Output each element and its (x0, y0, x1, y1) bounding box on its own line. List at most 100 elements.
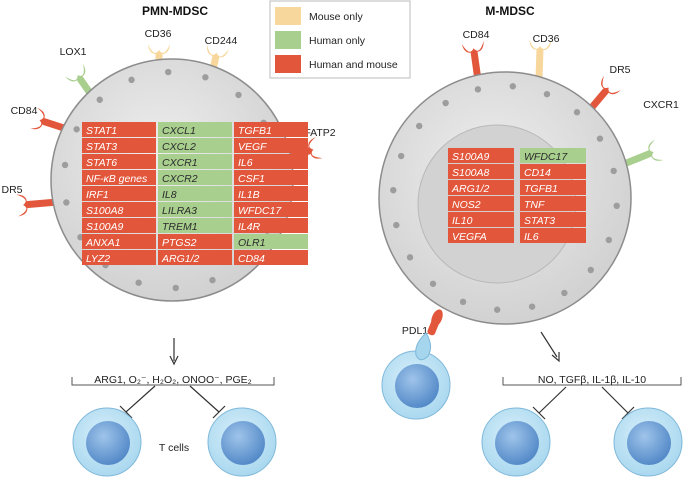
pmn-mdsc-title: PMN-MDSC (142, 4, 208, 18)
pmn-cell-6-2 (234, 218, 308, 233)
mmdsc-gene-3-1: TNF (524, 199, 545, 211)
mmdsc-dot-3 (561, 289, 568, 297)
mmdsc-dot-18 (596, 135, 604, 142)
pmn-gene-2-1: CXCR1 (162, 157, 198, 169)
pmn-gene-5-0: S100A8 (86, 205, 124, 217)
pmn-gene-6-2: IL4R (238, 221, 261, 233)
pdl1-label: PDL1 (402, 325, 428, 337)
mmdsc-dot-8 (406, 254, 414, 261)
legend-label-human_and_mouse: Human and mouse (309, 59, 398, 71)
mmdsc-dot-1 (605, 236, 613, 244)
mmdsc-dot-12 (416, 122, 423, 130)
pdl1-tcell-contact (381, 309, 451, 420)
pmn-mediators: ARG1, O₂⁻, H₂O₂, ONOO⁻, PGE₂ (94, 374, 252, 386)
mmdsc-dot-2 (587, 266, 594, 274)
pmn-cell-7-2 (234, 234, 308, 249)
pmn-cell-8-0 (82, 250, 156, 265)
pmn-mediator-bracket (71, 377, 275, 386)
mmdsc-gene-3-0: NOS2 (452, 199, 481, 211)
pmn-gene-1-2: VEGF (238, 141, 267, 153)
pmn-gene-7-2: OLR1 (238, 237, 265, 249)
mmdsc-cell-2-0 (448, 180, 514, 195)
pmn-cell-3-0 (82, 170, 156, 185)
mmdsc-dot-7 (429, 280, 437, 287)
pmn-arrowhead (169, 355, 179, 366)
pmn-dot-15 (235, 91, 242, 99)
pmn-dot-12 (128, 76, 135, 84)
cxcr1-label: CXCR1 (643, 99, 679, 111)
pmn-gene-8-1: ARG1/2 (161, 253, 200, 265)
mmdsc-dot-5 (493, 306, 501, 313)
pdl1-receptor (427, 309, 443, 336)
t-cell-3 (481, 407, 551, 477)
mmdsc-arrowhead (551, 352, 560, 363)
pmn-gene-2-2: IL6 (238, 157, 253, 169)
cd244-label: CD244 (205, 35, 238, 47)
pmn-cell-2-1 (158, 154, 232, 169)
pmn-cell-0-2 (234, 122, 308, 137)
pmn-cell-8-2 (234, 250, 308, 265)
fatp2-label: FATP2 (304, 127, 335, 139)
pmn-gene-0-1: CXCL1 (162, 125, 196, 137)
pmn-gene-2-0: STAT6 (86, 157, 117, 169)
mmdsc-dot-13 (442, 99, 449, 107)
pmn-cell-0-1 (158, 122, 232, 137)
t-cell-2 (207, 407, 277, 477)
pmn-cell-0-0 (82, 122, 156, 137)
m-mdsc-title: M-MDSC (485, 4, 535, 18)
mmdsc-gene-0-1: WFDC17 (524, 151, 568, 163)
t-cell-4 (613, 407, 683, 477)
pmn-gene-0-2: TGFB1 (238, 125, 272, 137)
mmdsc-gene-4-0: IL10 (452, 215, 473, 227)
mmdsc-cell-0-0 (448, 148, 514, 163)
mmdsc-gene-5-0: VEGFA (452, 231, 487, 243)
pmn-inhibit-left (119, 385, 156, 419)
pd1-receptor (415, 332, 432, 361)
pmn-cell-3-1 (158, 170, 232, 185)
pmn-dot-8 (63, 199, 70, 206)
t-cell-1 (72, 407, 142, 477)
mmdsc-cell-4-1 (520, 212, 586, 227)
pmn-dot-14 (202, 74, 209, 81)
mmdsc-gene-2-0: ARG1/2 (451, 183, 490, 195)
mmdsc-mediators: NO, TGFβ, IL-1β, IL-10 (538, 374, 646, 386)
mmdsc-dot-17 (573, 109, 581, 116)
pmn-gene-4-2: IL1B (238, 189, 260, 201)
pmn-gene-5-2: WFDC17 (238, 205, 282, 217)
cd36-receptor-m (529, 39, 552, 81)
pmn-cell-5-0 (82, 202, 156, 217)
cd36-label-m: CD36 (533, 33, 560, 45)
dr5-label-m: DR5 (609, 64, 630, 76)
mmdsc-cell-3-0 (448, 196, 514, 211)
cd36-label-pmn: CD36 (145, 28, 172, 40)
pmn-cell-4-2 (234, 186, 308, 201)
mmdsc-gene-1-0: S100A8 (452, 167, 490, 179)
pmn-gene-8-0: LYZ2 (86, 253, 110, 265)
mmdsc-dot-10 (390, 186, 397, 194)
pmn-gene-4-0: IRF1 (86, 189, 109, 201)
pmn-dot-9 (61, 161, 69, 169)
mmdsc-dot-9 (393, 221, 400, 229)
mmdsc-mediator-bracket (502, 377, 682, 386)
mmdsc-cell-5-0 (448, 228, 514, 243)
pmn-cell-1-0 (82, 138, 156, 153)
pmn-gene-6-0: S100A9 (86, 221, 124, 233)
pmn-cell-8-1 (158, 250, 232, 265)
t-cells-label: T cells (159, 442, 189, 454)
pmn-cell-2-0 (82, 154, 156, 169)
pmn-cell-6-1 (158, 218, 232, 233)
mmdsc-dot-14 (474, 86, 482, 93)
pmn-cell-4-0 (82, 186, 156, 201)
pmn-cell-5-1 (158, 202, 232, 217)
mmdsc-cell-4-0 (448, 212, 514, 227)
legend-label-mouse_only: Mouse only (309, 11, 363, 23)
pmn-gene-1-1: CXCL2 (162, 141, 196, 153)
pmn-gene-0-0: STAT1 (86, 125, 117, 137)
pmn-gene-3-2: CSF1 (238, 173, 265, 185)
mmdsc-dot-11 (397, 152, 405, 160)
pmn-gene-3-1: CXCR2 (162, 173, 198, 185)
mmdsc-dot-0 (613, 202, 620, 210)
